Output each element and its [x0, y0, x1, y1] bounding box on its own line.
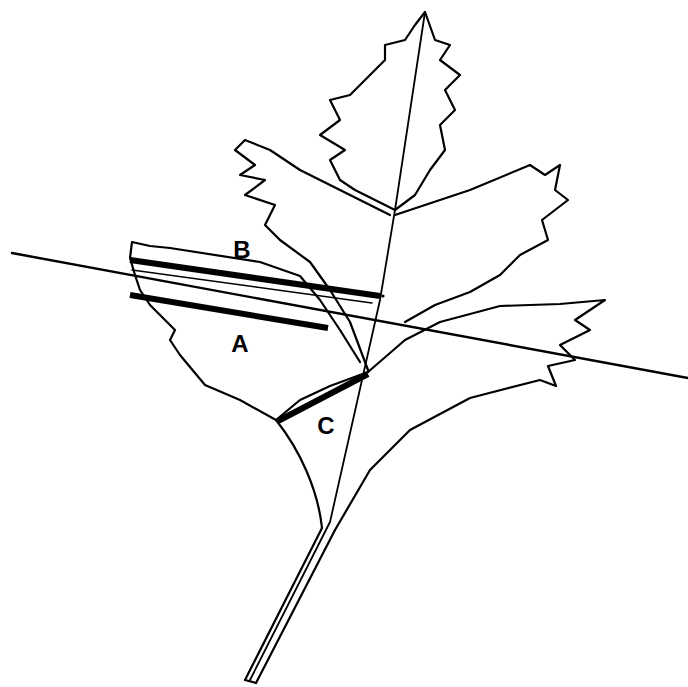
leaf-outline — [130, 242, 368, 420]
measure-bar — [130, 260, 380, 296]
measure-bar — [130, 295, 328, 328]
section-line — [12, 253, 688, 378]
leaf-outline — [235, 140, 390, 370]
leaf-outline — [276, 420, 322, 528]
part-label: C — [317, 414, 334, 438]
end-dot — [381, 294, 384, 297]
part-label: A — [231, 332, 248, 356]
petiole — [256, 530, 335, 683]
part-label: B — [233, 238, 250, 262]
leaf-outline — [395, 165, 568, 322]
leaf-outline — [320, 12, 460, 210]
midrib — [250, 12, 425, 680]
leaf-outline — [335, 300, 605, 530]
petiole — [245, 528, 322, 680]
